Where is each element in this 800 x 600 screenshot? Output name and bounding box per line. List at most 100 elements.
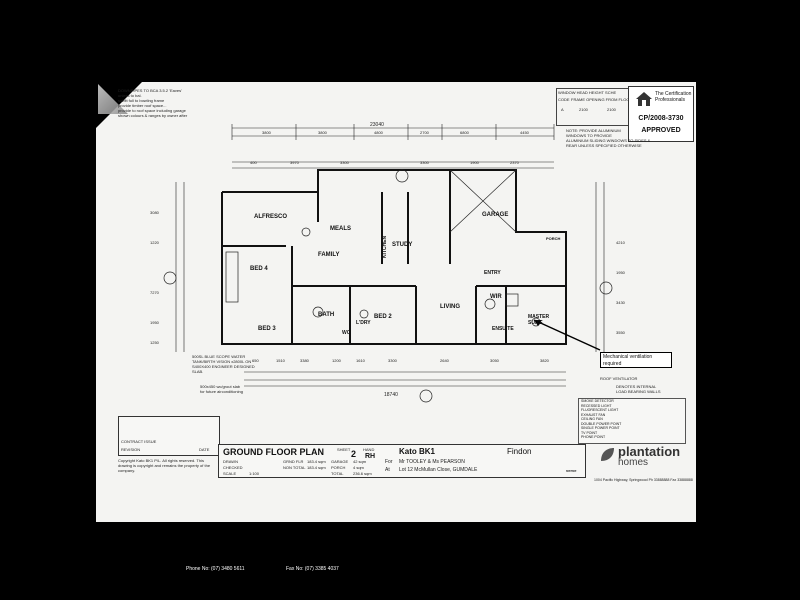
- room-meals: MEALS: [330, 226, 351, 232]
- dim-second: 400: [250, 160, 257, 165]
- room-entry: ENTRY: [484, 270, 501, 276]
- legend-item: SINGLE POWER POINT: [581, 426, 620, 430]
- dim-right: 3430: [616, 300, 625, 305]
- room-alfresco: ALFRESCO: [254, 214, 287, 220]
- title-block: GROUND FLOOR PLAN SHEET 2 HAND RH Kato B…: [218, 444, 586, 478]
- legend-item: SMOKE DETECTOR: [581, 399, 614, 403]
- room-wir: WIR: [490, 294, 502, 300]
- dim-bottom: 1510: [276, 358, 285, 363]
- room-ensuite: ENSUITE: [492, 326, 514, 332]
- dim-left: 1250: [150, 340, 159, 345]
- area-value: 4 sqm: [353, 465, 364, 470]
- dim-bottom: 3820: [540, 358, 549, 363]
- window-schedule-title: WINDOW HEAD HEIGHT SCHE: [558, 90, 617, 95]
- dim-bottom: 650: [252, 358, 259, 363]
- dim-second: 3970: [290, 160, 299, 165]
- room-ldry: L'DRY: [356, 320, 371, 326]
- room-bed4: BED 4: [250, 266, 268, 272]
- room-wc: WC: [342, 330, 351, 336]
- area-label: GARAGE: [331, 459, 349, 464]
- dim-bottom: 1610: [356, 358, 365, 363]
- dim-top: 3800: [318, 130, 327, 135]
- revision-label: REVISION: [121, 447, 141, 452]
- certification-status: APPROVED: [641, 127, 681, 134]
- contract-issue-label: CONTRACT ISSUE: [121, 439, 157, 444]
- dim-left: 7270: [150, 290, 159, 295]
- brand-address: 1004 Pacific Highway, Springwood Ph 3388…: [594, 478, 693, 482]
- room-bed2: BED 2: [374, 314, 392, 320]
- room-bed3: BED 3: [258, 326, 276, 332]
- aircon-slab-note: 500x450 wc/grout slab for future aircond…: [200, 384, 243, 394]
- design-name: Kato BK1: [399, 447, 436, 456]
- legend-item: PHONE POINT: [581, 435, 606, 439]
- room-bath: BATH: [318, 312, 335, 318]
- scale-label: SCALE: [223, 471, 237, 476]
- roof-ventilator-note: ROOF VENTILATOR: [600, 376, 638, 381]
- area-label: GRND FLR: [283, 459, 304, 464]
- area-value: 183.4 sqm: [307, 465, 326, 470]
- date-label: DATE: [199, 447, 210, 452]
- electrical-legend: SMOKE DETECTOR RECESSED LIGHT FLUORESCEN…: [578, 398, 686, 444]
- dim-second: 3300: [340, 160, 349, 165]
- dim-bottom: 3300: [388, 358, 397, 363]
- legend-item: TV POINT: [581, 430, 598, 435]
- at-label: At: [385, 467, 390, 473]
- legend-item: EXHAUST FAN: [581, 412, 606, 417]
- checked-label: CHECKED: [223, 465, 243, 470]
- dim-right: 4210: [616, 240, 625, 245]
- hand-value: RH: [365, 453, 376, 460]
- dim-top: 4450: [520, 130, 529, 135]
- area-value: 42 sqm: [353, 459, 367, 464]
- design-suburb: Findon: [507, 447, 532, 456]
- plan-title: GROUND FLOOR PLAN: [223, 447, 324, 457]
- load-bearing-note: DENOTES INTERNAL LOAD BEARING WALLS: [616, 384, 661, 394]
- legend-item: DOUBLE POWER POINT: [581, 421, 622, 426]
- dim-top: 4800: [374, 130, 383, 135]
- leaf-logo-icon: [601, 448, 614, 461]
- brand-logo: plantation homes: [598, 444, 690, 474]
- area-value: 183.4 sqm: [307, 459, 326, 464]
- footer-phone: Phone No: (07) 3480 5611: [186, 566, 245, 572]
- dim-left: 1950: [150, 320, 159, 325]
- dim-right: 1950: [616, 270, 625, 275]
- certification-org: The Certification Professionals: [655, 91, 692, 103]
- dim-second: 1900: [470, 160, 479, 165]
- dim-right: 3550: [616, 330, 625, 335]
- verve-logo: verve: [566, 468, 577, 473]
- dim-left: 1220: [150, 240, 159, 245]
- client-name: Mr TOOLEY & Ms PEARSON: [399, 459, 465, 465]
- window-schedule-cell: 2100: [579, 107, 588, 112]
- room-kitchen: KITCHEN: [382, 235, 389, 259]
- copyright-note: Copyright Kato BK1 P/L. All rights reser…: [118, 458, 211, 473]
- sheet-label: SHEET: [337, 447, 351, 452]
- window-schedule-cell: 2100: [607, 107, 616, 112]
- sheet-number: 2: [351, 449, 357, 459]
- overall-bottom-dimension: 18740: [384, 392, 398, 398]
- dim-top: 2700: [420, 130, 429, 135]
- dim-bottom: 2640: [440, 358, 449, 363]
- overall-dimension: 23040: [370, 122, 384, 128]
- room-study: STUDY: [392, 242, 413, 248]
- brand-sub: homes: [618, 457, 649, 468]
- aluminium-note: NOTE: PROVIDE ALUMINIUM WINDOWS TO PROVI…: [566, 128, 651, 148]
- certification-stamp: The Certification Professionals CP/2008-…: [628, 86, 694, 142]
- room-living: LIVING: [440, 304, 461, 310]
- legend-item: RECESSED LIGHT: [581, 403, 612, 408]
- legend-item: FLUORESCENT LIGHT: [581, 408, 619, 412]
- dim-top: 6800: [460, 130, 469, 135]
- window-schedule: WINDOW HEAD HEIGHT SCHE CODE FRAME OPENI…: [556, 88, 632, 126]
- window-schedule-col-code: CODE: [558, 97, 570, 102]
- room-garage: GARAGE: [482, 212, 509, 218]
- dim-second: 3300: [420, 160, 429, 165]
- footer-fax: Fax No: (07) 3385 4037: [286, 566, 339, 572]
- brand-name: plantation: [618, 444, 681, 459]
- floor-plan-drawing: [163, 124, 613, 403]
- area-value: 236.6 sqm: [353, 471, 372, 476]
- dim-second: 2370: [510, 160, 519, 165]
- general-notes: DOWNPIPES TO BCA 3.5.2 'Eaves' unless to…: [118, 88, 188, 118]
- hand-label: HAND: [363, 447, 375, 452]
- dim-bottom: 1200: [332, 358, 341, 363]
- mechanical-ventilation-callout: Mechanical ventilation required: [600, 352, 672, 368]
- dim-top: 3800: [262, 130, 271, 135]
- room-master-suite: MASTER SUITE: [528, 314, 550, 326]
